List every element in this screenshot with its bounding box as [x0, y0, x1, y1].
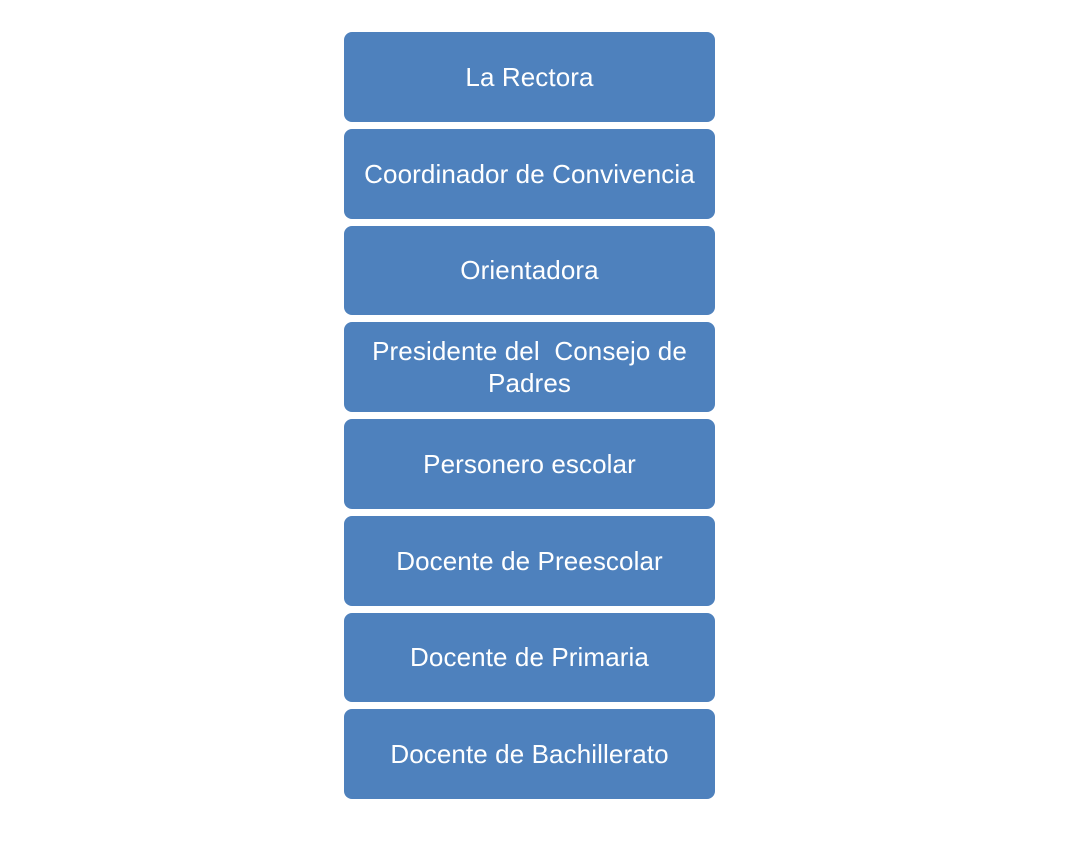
node-label: Orientadora — [460, 255, 599, 286]
node-label: Presidente del Consejo de Padres — [372, 336, 695, 399]
node-item-3[interactable]: Orientadora — [344, 225, 715, 316]
node-label: Coordinador de Convivencia — [364, 158, 695, 189]
node-item-5[interactable]: Personero escolar — [344, 419, 715, 509]
node-item-8[interactable]: Docente de Bachillerato — [344, 709, 715, 799]
node-item-7[interactable]: Docente de Primaria — [344, 612, 715, 703]
node-list: La Rectora Coordinador de Convivencia Or… — [344, 32, 715, 799]
node-label: Personero escolar — [423, 448, 636, 479]
node-item-4[interactable]: Presidente del Consejo de Padres — [344, 322, 715, 412]
node-label: Docente de Primaria — [410, 642, 649, 673]
node-item-6[interactable]: Docente de Preescolar — [344, 515, 715, 606]
node-label: Docente de Bachillerato — [390, 739, 669, 770]
node-label: Docente de Preescolar — [396, 545, 663, 576]
node-item-1[interactable]: La Rectora — [344, 32, 715, 122]
node-item-2[interactable]: Coordinador de Convivencia — [344, 128, 715, 219]
node-label: La Rectora — [465, 61, 594, 92]
